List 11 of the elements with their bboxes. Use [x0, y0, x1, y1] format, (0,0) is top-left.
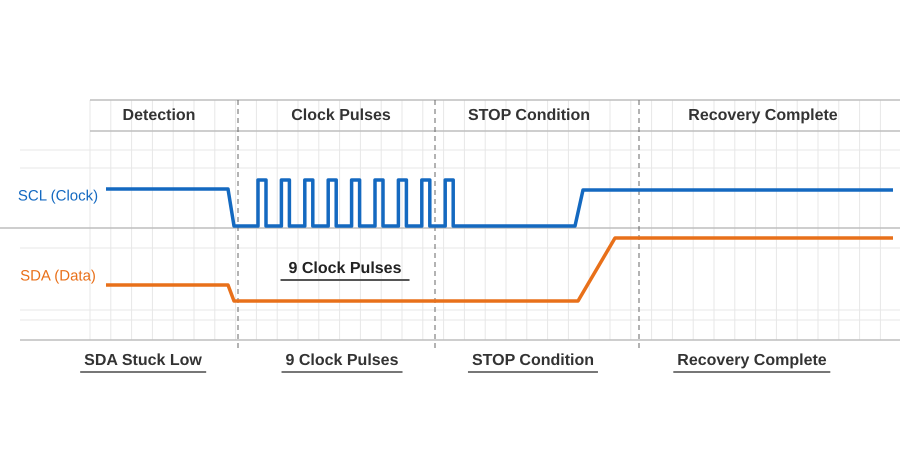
- phase-heading: Clock Pulses: [291, 106, 391, 126]
- phase-caption: SDA Stuck Low: [80, 351, 206, 373]
- phase-caption: STOP Condition: [468, 351, 598, 373]
- phase-heading: Recovery Complete: [688, 106, 838, 126]
- phase-heading: Detection: [122, 106, 196, 126]
- phase-caption: 9 Clock Pulses: [282, 351, 402, 373]
- phase-caption: Recovery Complete: [673, 351, 831, 373]
- phase-heading: STOP Condition: [468, 106, 590, 126]
- signal-name: SCL (Clock): [18, 188, 98, 206]
- annotation-label: 9 Clock Pulses: [280, 259, 410, 281]
- signal-name: SDA (Data): [20, 268, 96, 286]
